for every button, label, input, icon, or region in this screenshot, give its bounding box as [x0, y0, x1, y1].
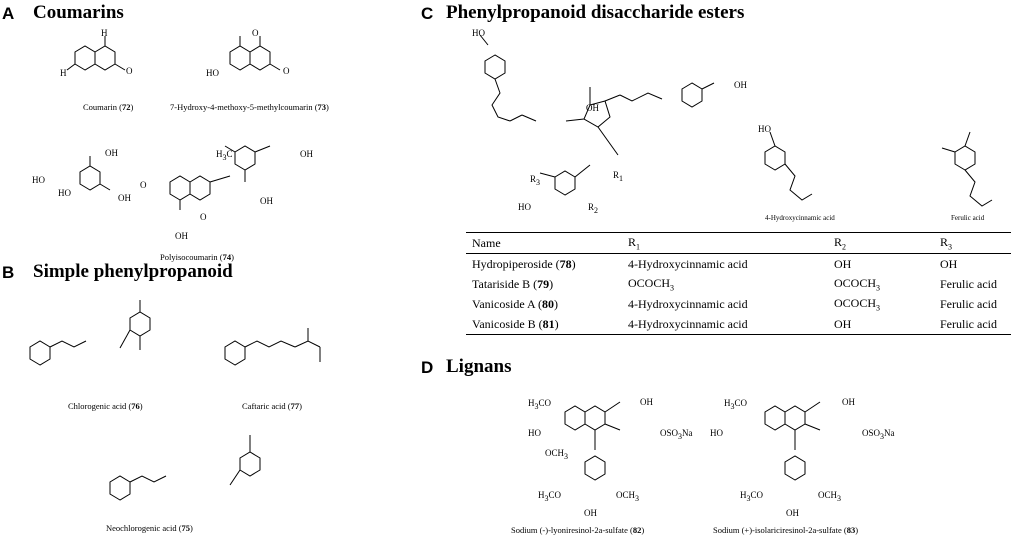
- caftaric-acid-caption: Caftaric acid (77): [242, 401, 302, 411]
- panel-c-letter: C: [421, 4, 434, 23]
- iso-h3co-bottom: H3CO: [740, 490, 764, 503]
- row-name: Vanicoside A (80): [472, 296, 558, 311]
- lyon-h3co-bottom: H3CO: [538, 490, 562, 503]
- row-r1: 4-Hydroxycinnamic acid: [628, 256, 748, 271]
- polyisocoumarin-caption: Polyisocoumarin (74): [160, 252, 234, 262]
- coumarin-h-left: H: [60, 68, 67, 78]
- polyisocoumarin-structure: [79, 145, 271, 210]
- isolariciresinol-caption: Sodium (+)-isolariciresinol-2a-sulfate (…: [713, 525, 859, 535]
- row-r2: OH: [834, 316, 852, 331]
- panel-b-title: Simple phenylpropanoid: [33, 261, 233, 282]
- lyon-h3co-top: H3CO: [528, 398, 552, 411]
- polyiso-ho-1: HO: [32, 175, 45, 185]
- header-r2: R2: [834, 234, 847, 252]
- row-r1: 4-Hydroxycinnamic acid: [628, 296, 748, 311]
- neochlorogenic-acid-caption: Neochlorogenic acid (75): [106, 523, 193, 533]
- panel-d-letter: D: [421, 358, 434, 377]
- table-header-row: Name R1 R2 R3: [466, 232, 1011, 254]
- lyon-oh: OH: [640, 397, 653, 407]
- iso-och3: OCH3: [818, 490, 842, 503]
- coumarin-caption: Coumarin (72): [83, 102, 134, 112]
- hca-ho: HO: [758, 124, 771, 134]
- ester-ho-bottom: HO: [518, 202, 531, 212]
- row-r2: OH: [834, 256, 852, 271]
- compound-73-o: O: [252, 28, 259, 38]
- polyiso-oh-1: OH: [105, 148, 118, 158]
- lyon-och3-2: OCH3: [616, 490, 640, 503]
- table-row: Vanicoside B (81) 4-Hydroxycinnamic acid…: [466, 314, 1011, 335]
- compound-73-ho: HO: [206, 68, 219, 78]
- polyiso-oh-3: OH: [300, 149, 313, 159]
- polyiso-o-1: O: [140, 180, 147, 190]
- polyiso-o-2: O: [200, 212, 207, 222]
- lyon-oh-bottom: OH: [584, 508, 597, 518]
- panel-a-letter: A: [2, 4, 15, 23]
- row-r3: Ferulic acid: [940, 316, 997, 331]
- polyiso-ho-2: HO: [58, 188, 71, 198]
- row-r2: OCOCH3: [834, 295, 881, 313]
- iso-oso3na: OSO3Na: [862, 428, 895, 441]
- ester-r2: R2: [588, 202, 599, 215]
- table-row: Tatariside B (79) OCOCH3 OCOCH3 Ferulic …: [466, 274, 1011, 294]
- lyoniresinol-structure: [564, 401, 621, 481]
- polyiso-h3c: H3C: [216, 149, 233, 162]
- row-r3: OH: [940, 256, 958, 271]
- ester-r1: R1: [613, 170, 624, 183]
- row-r1: OCOCH3: [628, 275, 675, 293]
- header-r3: R3: [940, 234, 953, 252]
- polyiso-oh-5: OH: [175, 231, 188, 241]
- chlorogenic-acid-caption: Chlorogenic acid (76): [68, 401, 143, 411]
- panel-a-title: Coumarins: [33, 2, 124, 23]
- compound-73-o-ring: O: [283, 66, 290, 76]
- row-r2: OCOCH3: [834, 275, 881, 293]
- lyoniresinol-caption: Sodium (-)-lyoniresinol-2a-sulfate (82): [511, 525, 645, 535]
- coumarin-structure: [66, 36, 126, 71]
- iso-ho: HO: [710, 428, 723, 438]
- hydroxycinnamic-acid-label: 4-Hydroxycinnamic acid: [765, 214, 835, 222]
- coumarin-h-top: H: [101, 28, 108, 38]
- table-row: Vanicoside A (80) 4-Hydroxycinnamic acid…: [466, 294, 1011, 314]
- row-r1: 4-Hydroxycinnamic acid: [628, 316, 748, 331]
- header-name: Name: [472, 235, 501, 250]
- ester-ho-top: HO: [472, 28, 485, 38]
- hydroxycinnamic-acid-structure: [764, 131, 813, 201]
- header-r1: R1: [628, 234, 641, 252]
- panel-d-title: Lignans: [446, 356, 512, 377]
- substituent-table: Name R1 R2 R3 Hydropiperoside (78) 4-Hyd…: [466, 232, 1011, 335]
- lyon-oso3na: OSO3Na: [660, 428, 693, 441]
- iso-h3co-top: H3CO: [724, 398, 748, 411]
- neochlorogenic-acid-structure: [109, 435, 261, 501]
- iso-oh-bottom: OH: [786, 508, 799, 518]
- lyon-och3-1: OCH3: [545, 448, 569, 461]
- row-r3: Ferulic acid: [940, 296, 997, 311]
- iso-oh: OH: [842, 397, 855, 407]
- compound-73-structure: [229, 36, 281, 71]
- lyon-ho: HO: [528, 428, 541, 438]
- table-row: Hydropiperoside (78) 4-Hydroxycinnamic a…: [466, 254, 1011, 275]
- ester-oh-mid: OH: [586, 103, 599, 113]
- ferulic-acid-structure: [941, 131, 993, 207]
- row-r3: Ferulic acid: [940, 276, 997, 291]
- panel-c-title: Phenylpropanoid disaccharide esters: [446, 2, 745, 23]
- ester-r3: R3: [530, 174, 541, 187]
- isolariciresinol-structure: [764, 401, 821, 481]
- coumarin-o: O: [126, 66, 133, 76]
- disaccharide-ester-structure: [479, 34, 715, 196]
- polyiso-oh-4: OH: [260, 196, 273, 206]
- chlorogenic-acid-structure: [29, 300, 151, 366]
- panel-b-letter: B: [2, 263, 15, 282]
- ester-oh-right: OH: [734, 80, 747, 90]
- ferulic-acid-label: Ferulic acid: [951, 214, 985, 222]
- row-name: Hydropiperoside (78): [472, 256, 576, 271]
- caftaric-acid-structure: [224, 328, 321, 366]
- row-name: Vanicoside B (81): [472, 316, 559, 331]
- polyiso-oh-2: OH: [118, 193, 131, 203]
- row-name: Tatariside B (79): [472, 276, 554, 291]
- compound-73-caption: 7-Hydroxy-4-methoxy-5-methylcoumarin (73…: [170, 102, 329, 112]
